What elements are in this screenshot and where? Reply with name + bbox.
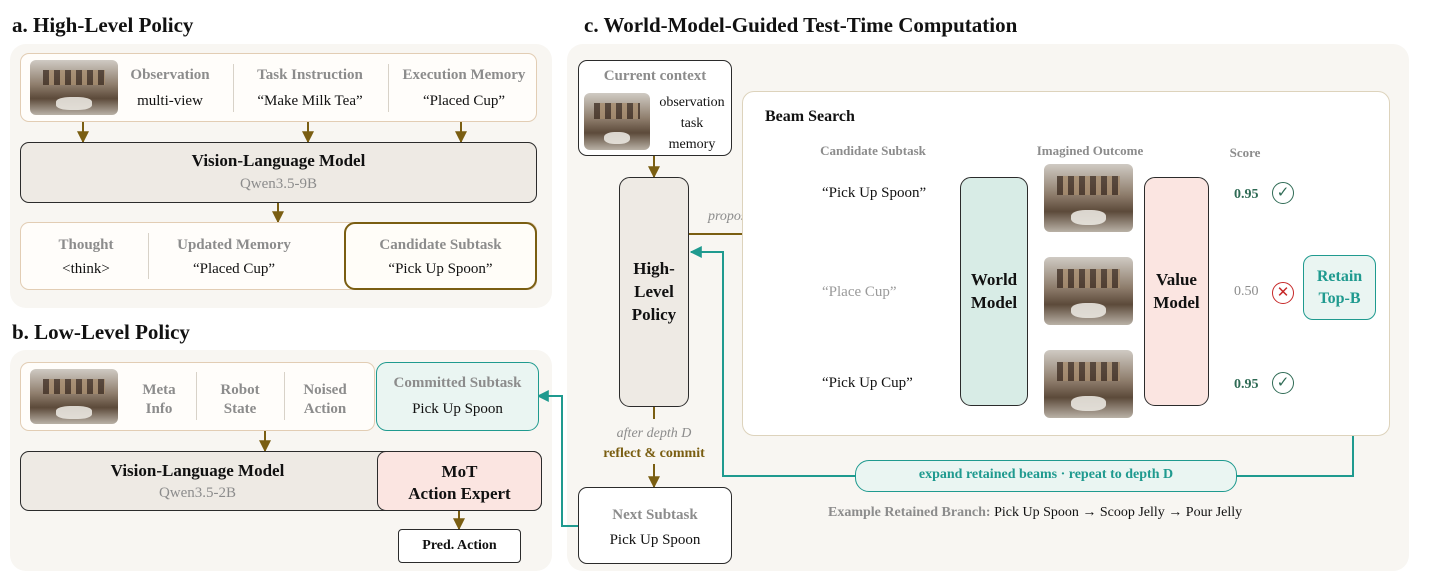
multi-view-thumbnail — [30, 60, 118, 115]
imagined-outcome-3 — [1044, 350, 1133, 418]
score-2: 0.50 — [1234, 284, 1259, 299]
observation-value: multi-view — [137, 93, 203, 109]
check-icon: ✓ — [1272, 372, 1294, 394]
value-model-label: Value Model — [1153, 270, 1200, 312]
beam-search-title: Beam Search — [765, 108, 855, 125]
vlm-high-model: Qwen3.5-9B — [239, 176, 318, 192]
col-candidate-subtask: Candidate Subtask — [820, 143, 926, 158]
thought-value: <think> — [62, 261, 110, 277]
col-score: Score — [1229, 145, 1261, 160]
committed-subtask-box — [376, 362, 539, 431]
expand-beams-label: expand retained beams · repeat to depth … — [918, 467, 1174, 482]
task-instruction-label: Task Instruction — [257, 67, 363, 83]
candidate-subtask-box — [344, 222, 537, 290]
candidate-pick-up-cup: “Pick Up Cup” — [822, 375, 913, 391]
vlm-high-title: Vision-Language Model — [191, 151, 366, 170]
imagined-outcome-1 — [1044, 164, 1133, 232]
retain-top-b-box — [1303, 255, 1376, 320]
cross-icon: ✕ — [1272, 282, 1294, 304]
high-level-policy-label: High- Level Policy — [631, 259, 677, 324]
pred-action-box — [398, 529, 521, 563]
updated-memory-label: Updated Memory — [177, 237, 291, 253]
execution-memory-value: “Placed Cup” — [422, 93, 506, 109]
check-icon: ✓ — [1272, 182, 1294, 204]
observation-label: Observation — [130, 67, 210, 83]
col-imagined-outcome: Imagined Outcome — [1036, 143, 1144, 158]
propose-label: propose — [708, 209, 753, 224]
next-subtask-label: Next Subtask — [612, 507, 698, 523]
current-context-label: Current context — [603, 68, 707, 84]
score-1: 0.95 — [1234, 187, 1259, 202]
next-subtask-value: Pick Up Spoon — [609, 532, 701, 548]
committed-subtask-value: Pick Up Spoon — [412, 401, 503, 417]
example-label: Example Retained Branch: — [828, 505, 991, 520]
reflect-commit-label: reflect & commit — [603, 446, 705, 461]
task-instruction-value: “Make Milk Tea” — [257, 93, 363, 109]
multi-view-thumbnail-low — [30, 369, 118, 424]
after-depth-label: after depth D — [616, 426, 692, 441]
pred-action-label: Pred. Action — [422, 538, 497, 553]
high-level-policy-box — [619, 177, 689, 407]
section-a-title: a. High-Level Policy — [12, 13, 194, 37]
next-subtask-box — [578, 487, 732, 564]
example-retained-branch: Example Retained Branch: Pick Up Spoon →… — [828, 505, 1242, 521]
context-thumbnail — [584, 93, 650, 150]
score-3: 0.95 — [1234, 377, 1259, 392]
vlm-low-model: Qwen3.5-2B — [158, 485, 237, 501]
value-model-box — [1144, 177, 1209, 406]
committed-subtask-label: Committed Subtask — [393, 375, 522, 391]
imagined-outcome-2 — [1044, 257, 1133, 325]
execution-memory-label: Execution Memory — [402, 67, 526, 83]
vlm-low-title: Vision-Language Model — [110, 461, 285, 480]
candidate-place-cup: “Place Cup” — [822, 284, 897, 300]
expand-beams-pill — [855, 460, 1237, 492]
section-c-title: c. World-Model-Guided Test-Time Computat… — [584, 13, 1018, 37]
world-model-box — [960, 177, 1028, 406]
retain-top-b-label: Retain Top-B — [1316, 268, 1363, 307]
vlm-box-high — [20, 142, 537, 203]
world-model-label: World Model — [970, 270, 1018, 312]
thought-label: Thought — [58, 237, 114, 253]
candidate-pick-up-spoon: “Pick Up Spoon” — [822, 185, 927, 201]
updated-memory-value: “Placed Cup” — [192, 261, 276, 277]
context-items: observation task memory — [659, 95, 725, 152]
mot-action-expert-box — [377, 451, 542, 511]
section-b-title: b. Low-Level Policy — [12, 320, 190, 344]
example-path: Pick Up Spoon → Scoop Jelly → Pour Jelly — [994, 505, 1243, 520]
candidate-subtask-label: Candidate Subtask — [379, 237, 502, 253]
candidate-subtask-value: “Pick Up Spoon” — [388, 261, 493, 277]
